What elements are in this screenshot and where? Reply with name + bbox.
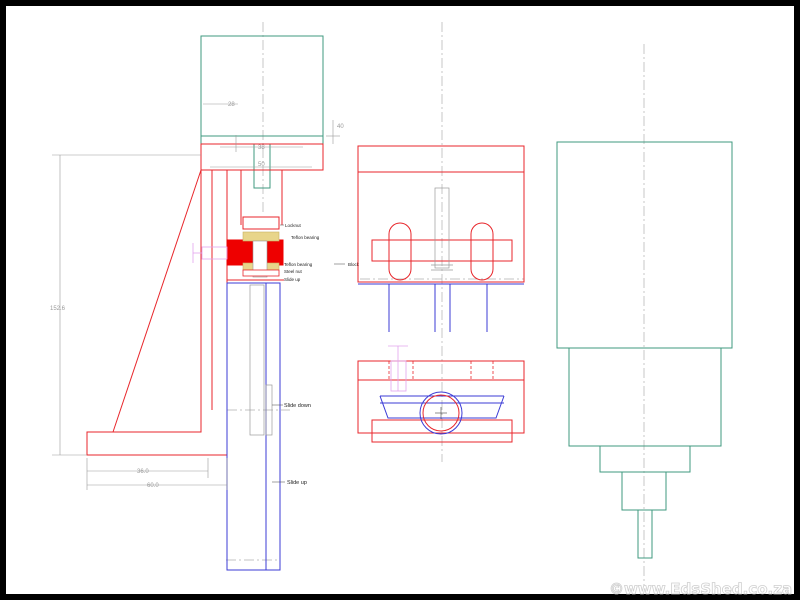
lead-screw <box>249 284 273 436</box>
right-motor-body <box>556 141 733 349</box>
middle-lower-base <box>371 419 513 443</box>
right-motor-ring <box>599 445 691 473</box>
leader-lines <box>272 224 345 483</box>
centerlines <box>226 22 645 592</box>
middle-lower-hidden-lines <box>388 361 494 380</box>
dim-50-text: 50 <box>258 162 265 168</box>
middle-crossbar <box>371 239 513 262</box>
dimension-texts: 28 40 38 50 152.6 36.0 60.0 <box>50 102 344 489</box>
middle-lower-view <box>357 345 525 443</box>
middle-lower-housing <box>357 360 525 434</box>
left-motor-body <box>200 35 324 137</box>
pink-screw-body <box>390 360 407 392</box>
label-slide-up: Slide up <box>287 480 307 486</box>
label-teflon-bearing-bottom: Teflon bearing <box>284 262 313 267</box>
right-motor-shaft <box>637 509 653 559</box>
label-teflon-bearing-top: Teflon bearing <box>291 235 320 240</box>
bearing-assembly <box>226 231 284 278</box>
dim-38-text: 38 <box>258 145 265 151</box>
middle-slot-left <box>388 222 412 281</box>
lead-screw-window <box>252 240 268 278</box>
dim-40-text: 40 <box>337 124 344 130</box>
label-block: Block <box>348 262 360 267</box>
steel-nut <box>242 269 280 277</box>
dim-60-text: 60.0 <box>147 483 159 489</box>
slide-down-marker <box>265 384 273 436</box>
middle-slide-legs <box>388 284 488 332</box>
left-motor-flange <box>200 135 324 145</box>
label-steel-nut: Steel nut <box>284 269 303 274</box>
middle-lead-screw <box>434 187 450 269</box>
label-slide-down: Slide down <box>284 403 311 409</box>
side-screw <box>192 243 228 263</box>
part-labels: Locknut Teflon bearing Teflon bearing Bl… <box>284 223 360 486</box>
mount-plate <box>200 143 324 171</box>
slide-plate <box>226 282 281 571</box>
right-motor-view <box>556 141 733 559</box>
left-frame <box>86 143 324 456</box>
label-slide: Slide up <box>284 277 301 282</box>
locknut-outline <box>242 216 280 230</box>
frame-diagonal-brace <box>112 169 202 433</box>
middle-slot-right <box>470 222 494 281</box>
label-locknut: Locknut <box>285 223 302 228</box>
dim-152-text: 152.6 <box>50 306 66 312</box>
dim-36-text: 36.0 <box>137 469 149 475</box>
dimension-lines <box>52 103 340 490</box>
dovetail-slide <box>379 395 505 419</box>
lead-screw-rod <box>249 284 265 436</box>
teflon-bearing-top <box>242 231 280 242</box>
shaft-circle-inner <box>422 394 460 432</box>
middle-upper-housing <box>357 145 525 283</box>
dim-28-text: 28 <box>228 102 235 108</box>
shaft-circle-outer <box>419 391 463 435</box>
side-screw-body <box>201 246 228 260</box>
right-motor-collar <box>568 347 722 447</box>
watermark: ©www.EdsShed.co.za <box>609 580 792 598</box>
frame-l-bracket <box>86 170 228 456</box>
middle-upper-view <box>357 145 525 332</box>
